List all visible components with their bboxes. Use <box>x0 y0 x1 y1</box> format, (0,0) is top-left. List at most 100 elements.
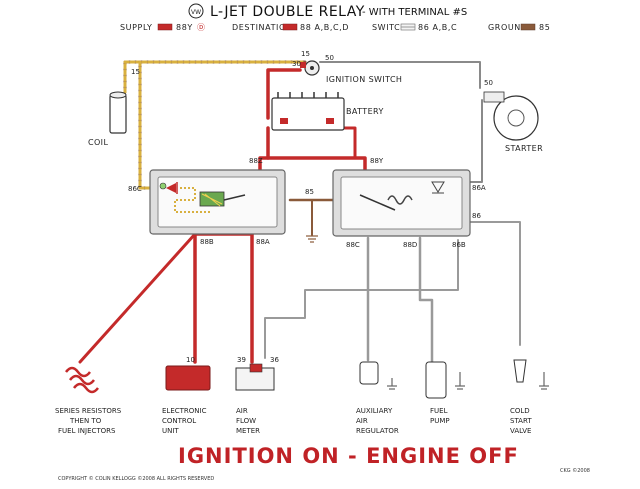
cold-start-wire <box>469 221 521 346</box>
terminal-86a: 86A <box>472 184 486 192</box>
terminal-86b: 86B <box>452 241 466 249</box>
ecu-label-1: ELECTRONIC <box>162 407 207 415</box>
aux-air-regulator-icon <box>359 361 379 385</box>
series-resistors-icon <box>65 366 99 394</box>
fuel-pump-label-1: FUEL <box>430 407 448 415</box>
relay-contact-icon <box>223 194 246 201</box>
coil-icon <box>109 94 127 134</box>
terminal-88z: 88Z <box>249 157 263 165</box>
fuel-pump-icon <box>425 361 447 399</box>
battery-label: BATTERY <box>346 107 384 116</box>
left-relay <box>149 169 286 235</box>
fuel-pump-wire <box>418 236 434 364</box>
battery: BATTERY <box>271 92 384 131</box>
ecu-label-3: UNIT <box>162 427 179 435</box>
terminal-36: 36 <box>270 356 279 364</box>
battery-icon <box>271 97 345 131</box>
coil-to-relay-wire <box>138 60 162 190</box>
ecu-label-2: CONTROL <box>162 417 196 425</box>
ignition-switch-label: IGNITION SWITCH <box>326 75 402 84</box>
air-flow-meter-label-2: FLOW <box>236 417 256 425</box>
legend-supply-swatch <box>157 23 173 31</box>
terminal-88c: 88C <box>346 241 360 249</box>
coil-wire <box>123 60 307 94</box>
diode-icon <box>166 183 176 193</box>
coil: COIL <box>88 91 127 147</box>
cold-start-valve-label-1: COLD <box>510 407 530 415</box>
aux-air-regulator-label-2: AIR <box>356 417 368 425</box>
starter-icon <box>493 95 539 141</box>
terminal-15-coil: 15 <box>131 68 140 76</box>
terminal-10: 10 <box>186 356 195 364</box>
ecu: ELECTRONIC CONTROL UNIT <box>162 365 211 435</box>
ground-symbols <box>306 235 549 390</box>
ignition-supply-wire <box>266 68 302 120</box>
ignition-switch: IGNITION SWITCH <box>300 60 402 84</box>
terminal-86c-icon <box>159 182 167 190</box>
terminal-88y: 88Y <box>370 157 384 165</box>
legend-ground-swatch <box>520 23 536 31</box>
aux-air-regulator-label-1: AUXILIARY <box>356 407 393 415</box>
series-resistors-label-3: FUEL INJECTORS <box>58 427 116 435</box>
terminal-39: 39 <box>237 356 246 364</box>
header: VW L-JET DOUBLE RELAY - WITH TERMINAL #S <box>188 3 467 20</box>
legend: SUPPLY 88Y Ⓓ DESTINATION 88 A,B,C,D SWIT… <box>120 23 550 32</box>
diode-right-icon <box>431 181 445 193</box>
terminal-86c: 86C <box>128 185 142 193</box>
series-resistors-label-2: THEN TO <box>69 417 102 425</box>
terminal-50-switch: 50 <box>325 54 334 62</box>
relay-coil-right-icon <box>387 195 413 205</box>
terminal-88a: 88A <box>256 238 270 246</box>
legend-ground-code: 85 <box>539 23 550 32</box>
terminal-labels: 15 15 30 50 50 88Z 88Y 86C 85 86A 86 88B… <box>128 50 493 364</box>
battery-supply-wire <box>258 126 270 177</box>
air-flow-meter-label-1: AIR <box>236 407 248 415</box>
start-wire <box>319 61 481 89</box>
copyright-notice: COPYRIGHT © COLIN KELLOGG ©2008 ALL RIGH… <box>58 475 214 482</box>
diagram-subtitle: - WITH TERMINAL #S <box>362 7 467 18</box>
legend-switch-code: 86 A,B,C <box>418 23 457 32</box>
diagram-title: L-JET DOUBLE RELAY <box>210 4 365 20</box>
series-resistors: SERIES RESISTORS THEN TO FUEL INJECTORS <box>55 366 122 435</box>
cold-start-valve: COLD START VALVE <box>510 359 532 435</box>
legend-ground-label: GROUND <box>488 23 528 32</box>
legend-supply-badge: Ⓓ <box>197 23 206 32</box>
coil-label: COIL <box>88 138 108 147</box>
cold-start-valve-label-2: START <box>510 417 532 425</box>
ground-icon <box>539 372 549 390</box>
aux-air-regulator: AUXILIARY AIR REGULATOR <box>356 361 399 435</box>
vw-logo-icon <box>188 3 204 19</box>
afm-switch-wire <box>264 239 459 359</box>
ground-icon <box>387 378 397 390</box>
artist-signature: CKG ©2008 <box>560 467 590 474</box>
legend-destination-code: 88 A,B,C,D <box>300 23 349 32</box>
status-caption: IGNITION ON - ENGINE OFF <box>178 444 519 468</box>
cold-start-valve-label-3: VALVE <box>510 427 531 435</box>
right-relay <box>332 169 471 237</box>
terminal-30: 30 <box>292 60 301 68</box>
terminal-85: 85 <box>305 188 314 196</box>
starter: STARTER <box>483 91 543 153</box>
cold-start-valve-icon <box>513 359 527 383</box>
air-flow-meter-label-3: METER <box>236 427 260 435</box>
ground-icon <box>455 372 465 390</box>
terminal-50-starter: 50 <box>484 79 493 87</box>
fuel-pump: FUEL PUMP <box>425 361 450 425</box>
ground-icon <box>306 235 318 243</box>
terminal-88b: 88B <box>200 238 214 246</box>
legend-switch-label: SWITCH <box>372 23 407 32</box>
fuel-pump-label-2: PUMP <box>430 417 450 425</box>
air-flow-meter: AIR FLOW METER <box>235 363 275 435</box>
resistor-wire <box>78 232 197 364</box>
starter-label: STARTER <box>505 144 543 153</box>
legend-supply-code: 88Y <box>176 23 193 32</box>
legend-supply-label: SUPPLY <box>120 23 152 32</box>
legend-destination-swatch <box>282 23 298 31</box>
aux-air-regulator-label-3: REGULATOR <box>356 427 399 435</box>
ecu-icon <box>165 365 211 391</box>
terminal-86: 86 <box>472 212 481 220</box>
vw-logo-text: VW <box>191 9 201 16</box>
legend-destination-label: DESTINATION <box>232 23 293 32</box>
relay-contact-right-icon <box>359 194 396 211</box>
